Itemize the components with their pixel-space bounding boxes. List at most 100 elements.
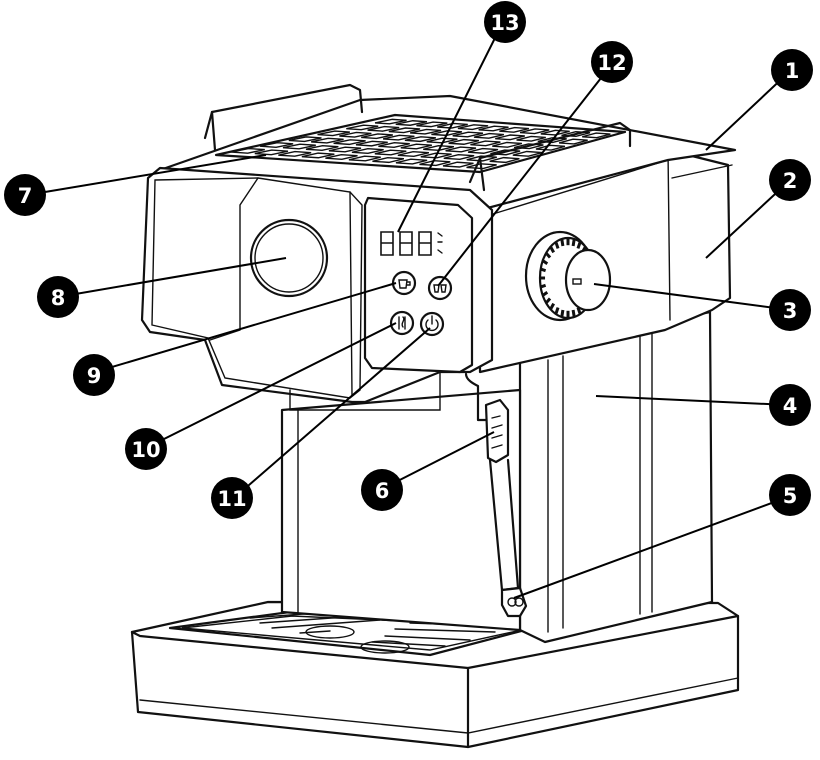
- knob-tooth: [549, 302, 555, 311]
- grid-cell: [426, 137, 458, 144]
- double-cup-icon: [433, 284, 447, 293]
- grid-cell: [374, 118, 407, 125]
- grid-cell: [489, 156, 520, 164]
- grid-cell: [478, 125, 509, 132]
- grid-cell: [395, 158, 428, 165]
- grid-cell: [328, 146, 362, 153]
- callout-7: 7: [4, 174, 46, 216]
- knob-tooth: [560, 309, 565, 318]
- callout-number: 8: [51, 286, 66, 310]
- knob-tooth: [554, 241, 560, 249]
- callout-number: 10: [131, 438, 160, 462]
- grid-cell: [423, 144, 455, 152]
- callout-12: 12: [591, 41, 633, 83]
- knob-tooth: [560, 238, 565, 247]
- grid-cell: [367, 125, 400, 132]
- callout-number: 5: [783, 484, 798, 508]
- knob-tooth: [554, 307, 560, 315]
- grid-cell: [311, 137, 344, 144]
- knob-tooth: [540, 283, 547, 289]
- callout-number: 9: [87, 364, 102, 388]
- callout-11: 11: [211, 477, 253, 519]
- callout-number: 1: [785, 59, 800, 83]
- grid-cell: [445, 146, 477, 153]
- callout-number: 13: [490, 11, 519, 35]
- callout-number: 2: [783, 169, 798, 193]
- knob-tooth: [571, 238, 576, 247]
- callout-number: 7: [18, 184, 33, 208]
- grid-cell: [499, 126, 530, 133]
- grid-cell: [397, 150, 430, 158]
- grid-cell: [259, 142, 294, 148]
- grid-cell: [404, 136, 437, 143]
- grid-cell: [325, 153, 358, 161]
- grid-cell: [355, 140, 388, 147]
- leader-lines: [26, 23, 791, 599]
- water-tank: [518, 310, 714, 644]
- grid-cell: [339, 131, 372, 138]
- grid-cell: [470, 140, 501, 147]
- callout-number: 11: [217, 487, 246, 511]
- callout-number: 12: [597, 51, 626, 75]
- callout-number: 4: [783, 394, 798, 418]
- knob-tooth: [544, 297, 552, 304]
- grid-cell: [558, 138, 588, 145]
- grid-cell: [333, 139, 366, 146]
- grid-cell: [535, 144, 566, 151]
- double-cup-button[interactable]: [427, 275, 453, 301]
- callout-5: 5: [769, 474, 811, 516]
- callout-3: 3: [769, 289, 811, 331]
- grid-cell: [278, 150, 312, 157]
- steam-knob[interactable]: [524, 230, 612, 322]
- grid-cell: [282, 143, 316, 150]
- grid-cell: [317, 130, 350, 137]
- grid-cell: [448, 138, 480, 145]
- knob-tooth: [544, 252, 552, 259]
- knob-tooth: [541, 290, 549, 297]
- grid-cell: [457, 124, 489, 131]
- grid-cell: [467, 147, 499, 154]
- callout-6: 6: [361, 469, 403, 511]
- grid-cell: [301, 152, 335, 159]
- digital-display: [380, 231, 443, 256]
- steam-icon: [398, 316, 406, 330]
- grid-cell: [492, 141, 523, 148]
- grid-cell: [416, 121, 448, 128]
- grid-cell: [378, 142, 410, 149]
- grid-cell: [466, 163, 497, 170]
- knob-tooth: [576, 241, 582, 249]
- grid-cell: [490, 149, 521, 156]
- steam-button[interactable]: [389, 310, 415, 336]
- knob-tooth: [541, 259, 549, 266]
- knob-tooth: [576, 307, 582, 315]
- callout-number: 6: [375, 479, 390, 503]
- grid-cell: [466, 155, 497, 162]
- grid-cell: [516, 135, 546, 142]
- callout-13: 13: [484, 1, 526, 43]
- grid-cell: [231, 147, 265, 154]
- grid-cell: [388, 127, 421, 134]
- cup-warmer-rail: [203, 83, 632, 192]
- cup-button[interactable]: [391, 270, 417, 296]
- grid-cell: [495, 134, 525, 141]
- callout-9: 9: [73, 354, 115, 396]
- callout-2: 2: [769, 159, 811, 201]
- control-panel: [363, 196, 474, 374]
- grid-cell: [420, 152, 452, 159]
- grid-cell: [519, 128, 550, 135]
- cup-warmer-grid: [231, 118, 611, 170]
- callout-1: 1: [771, 49, 813, 91]
- grid-cell: [382, 134, 415, 141]
- grid-cell: [351, 147, 384, 155]
- knob-tooth: [540, 267, 547, 273]
- grid-cell: [540, 129, 570, 136]
- knob-tooth: [549, 245, 555, 254]
- grid-cell: [395, 120, 428, 126]
- grid-cell: [372, 156, 405, 164]
- power-icon: [425, 315, 439, 332]
- power-button[interactable]: [419, 311, 445, 337]
- grid-cell: [288, 136, 322, 143]
- callout-10: 10: [125, 428, 167, 470]
- grid-cell: [473, 132, 505, 139]
